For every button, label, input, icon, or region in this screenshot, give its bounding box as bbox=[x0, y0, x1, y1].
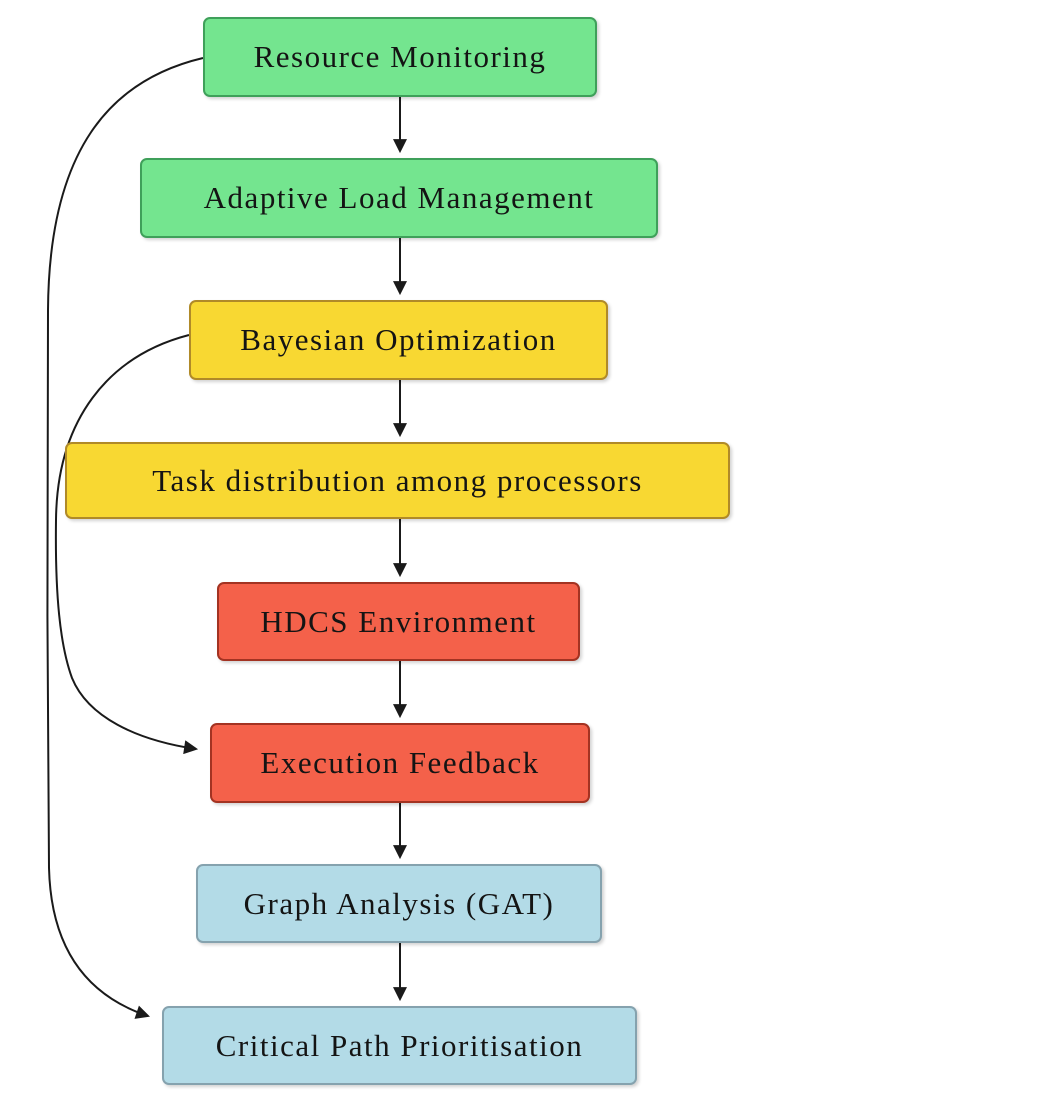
node-label: Bayesian Optimization bbox=[240, 322, 557, 357]
node-bayesian-optimization: Bayesian Optimization bbox=[189, 300, 608, 380]
node-label: Critical Path Prioritisation bbox=[215, 1027, 584, 1063]
node-hdcs-environment: HDCS Environment bbox=[217, 582, 580, 661]
node-graph-analysis: Graph Analysis (GAT) bbox=[196, 864, 602, 943]
node-label: Graph Analysis (GAT) bbox=[243, 885, 555, 921]
edge-bayesian-to-execution-feedback bbox=[54, 334, 199, 755]
node-label: Task distribution among processors bbox=[152, 462, 643, 498]
node-label: HDCS Environment bbox=[260, 603, 537, 639]
edge-resource-to-critical-path bbox=[46, 57, 204, 1019]
node-label: Adaptive Load Management bbox=[203, 180, 595, 215]
node-resource-monitoring: Resource Monitoring bbox=[203, 17, 597, 97]
node-adaptive-load-management: Adaptive Load Management bbox=[140, 158, 658, 238]
node-critical-path: Critical Path Prioritisation bbox=[162, 1006, 637, 1085]
node-label: Execution Feedback bbox=[260, 745, 540, 780]
node-task-distribution: Task distribution among processors bbox=[65, 442, 730, 519]
node-label: Resource Monitoring bbox=[253, 39, 547, 74]
node-execution-feedback: Execution Feedback bbox=[210, 723, 590, 803]
